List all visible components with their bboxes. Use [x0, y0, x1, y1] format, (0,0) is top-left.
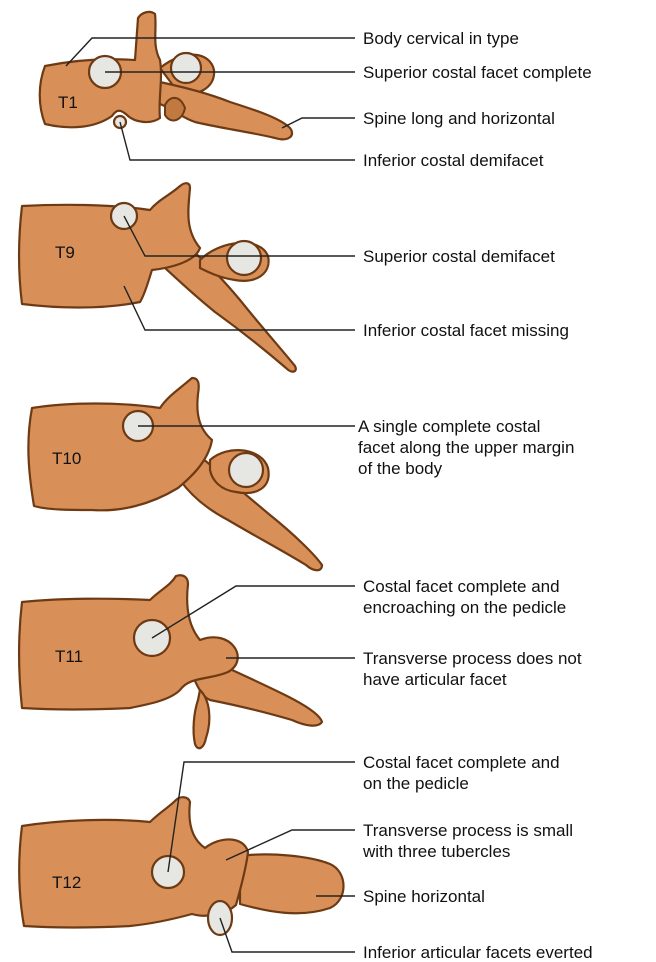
vertebra-t1: T1: [40, 12, 292, 139]
leader-t12-inferior-articular: [220, 918, 355, 952]
t12-spinous-process: [240, 854, 344, 913]
label-t11-costal-facet: Costal facet complete and encroaching on…: [363, 576, 566, 618]
label-t9-inferior-facet-missing: Inferior costal facet missing: [363, 320, 569, 341]
vertebra-t9: T9: [19, 183, 296, 371]
label-t1-spine: Spine long and horizontal: [363, 108, 555, 129]
t12-label: T12: [52, 873, 81, 892]
label-t9-superior-demifacet: Superior costal demifacet: [363, 246, 555, 267]
vertebra-t11: T11: [19, 575, 322, 748]
t10-body: [28, 378, 212, 510]
t1-label: T1: [58, 93, 78, 112]
t1-pedicle-notch: [165, 98, 185, 121]
label-t1-superior-facet: Superior costal facet complete: [363, 62, 592, 83]
t11-inferior-process: [194, 690, 210, 748]
t10-label: T10: [52, 449, 81, 468]
label-t1-body: Body cervical in type: [363, 28, 519, 49]
t9-label: T9: [55, 243, 75, 262]
label-t11-transverse: Transverse process does not have articul…: [363, 648, 582, 690]
label-t12-spine: Spine horizontal: [363, 886, 485, 907]
leader-t1-spine: [282, 118, 355, 128]
t11-label: T11: [55, 647, 83, 666]
t9-body: [19, 183, 200, 307]
label-t12-inferior-articular: Inferior articular facets everted: [363, 942, 593, 962]
label-t10-single-facet: A single complete costal facet along the…: [358, 416, 574, 479]
label-t12-costal-facet: Costal facet complete and on the pedicle: [363, 752, 560, 794]
label-t1-inferior-demifacet: Inferior costal demifacet: [363, 150, 543, 171]
t1-transverse-facet: [171, 53, 201, 83]
vertebra-t12: T12: [19, 797, 343, 935]
t9-transverse-facet: [227, 241, 261, 275]
vertebra-t10: T10: [28, 378, 322, 570]
label-t12-transverse: Transverse process is small with three t…: [363, 820, 573, 862]
t10-transverse-facet: [229, 453, 263, 487]
